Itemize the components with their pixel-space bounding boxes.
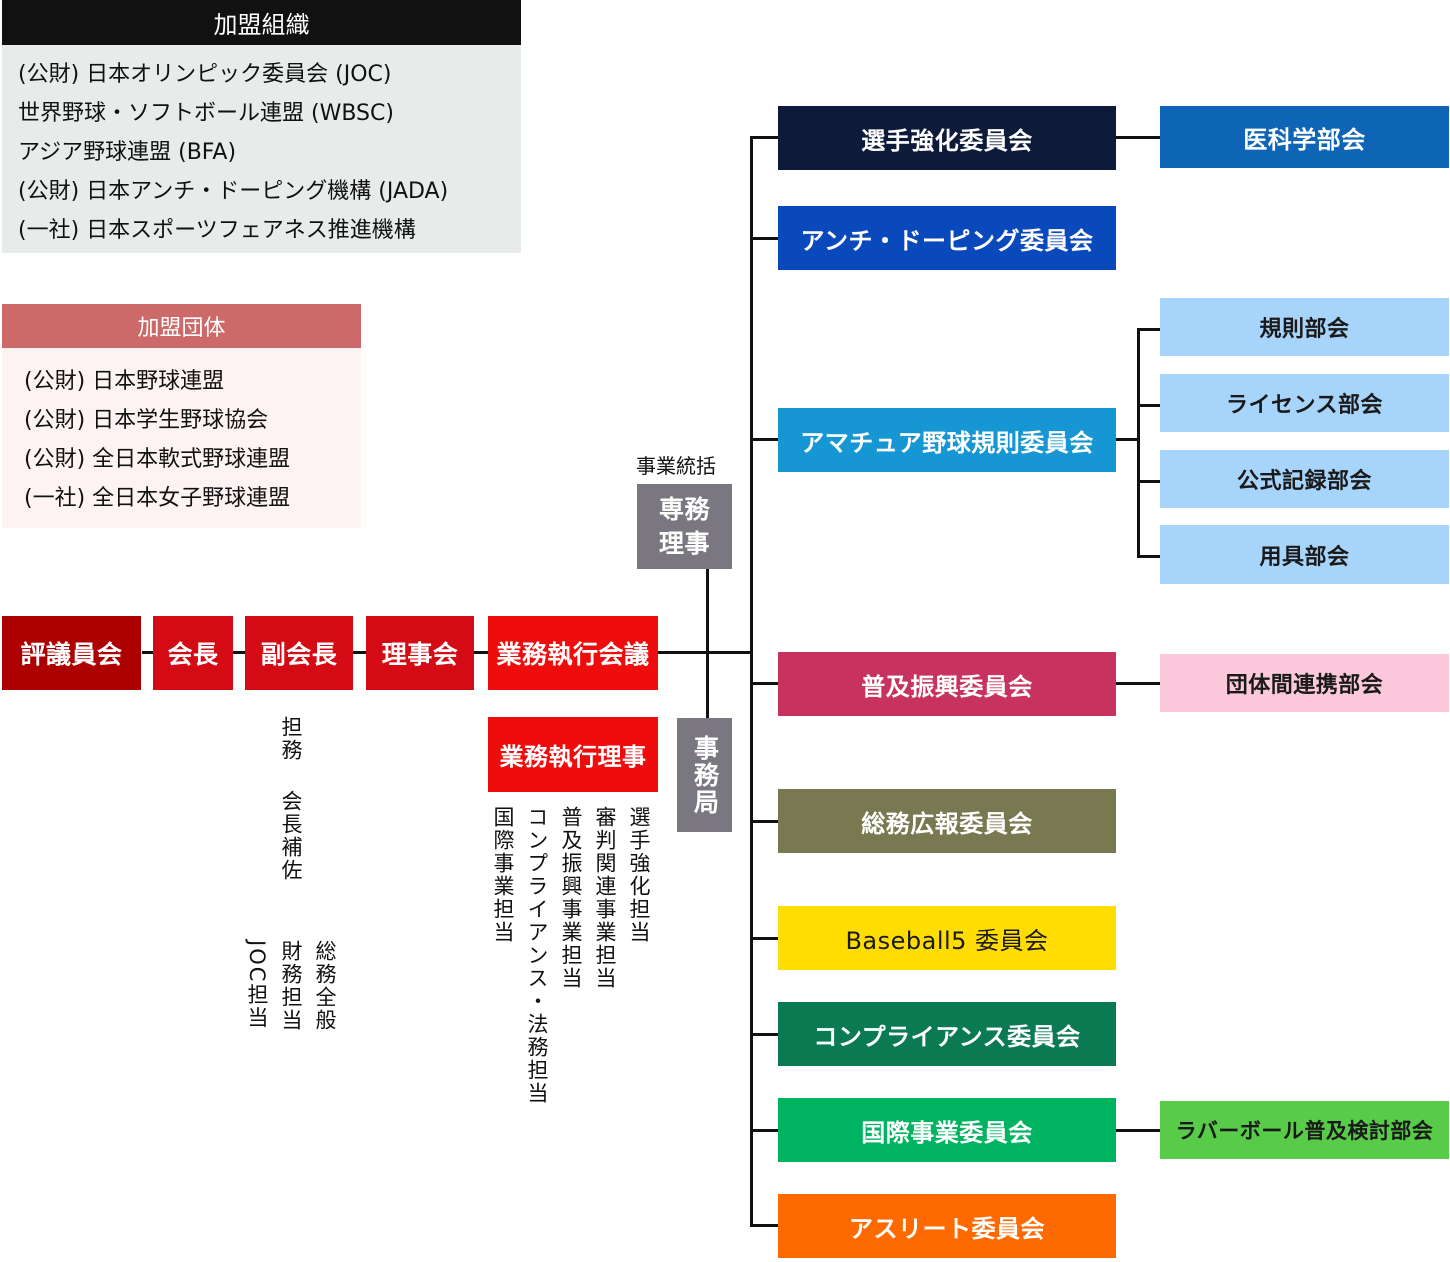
- affiliated-groups-list: (公財) 日本野球連盟 (公財) 日本学生野球協会 (公財) 全日本軟式野球連盟…: [2, 348, 361, 528]
- committee-compliance: コンプライアンス委員会: [778, 1002, 1116, 1066]
- connector-director-secretariat: [706, 569, 709, 719]
- managing-director-line1: 専務: [658, 494, 710, 524]
- connector-branch: [750, 820, 778, 823]
- list-item: (公財) 日本学生野球協会: [24, 408, 269, 433]
- executive-meeting-box: 業務執行会議: [488, 616, 658, 690]
- secretariat-box: 事務局: [677, 718, 732, 832]
- subcommittee-inter-organization: 団体間連携部会: [1160, 654, 1449, 712]
- committee-international: 国際事業委員会: [778, 1098, 1116, 1162]
- duty-item: JOC担当: [245, 940, 269, 1030]
- committee-promotion: 普及振興委員会: [778, 652, 1116, 716]
- list-item: (公財) 日本野球連盟: [24, 369, 225, 394]
- managing-director-box: 専務 理事: [637, 484, 732, 569]
- committee-general-affairs: 総務広報委員会: [778, 789, 1116, 853]
- committee-baseball5: Baseball5 委員会: [778, 906, 1116, 970]
- subcommittee-official-records: 公式記録部会: [1160, 450, 1449, 508]
- subcommittee-rules: 規則部会: [1160, 298, 1449, 356]
- vice-president-box: 副会長: [245, 616, 353, 690]
- committee-athletes: アスリート委員会: [778, 1194, 1116, 1258]
- connector-branch: [750, 237, 778, 240]
- managing-director-caption: 事業統括: [636, 454, 716, 478]
- vice-president-duties-1: 担務: [274, 716, 308, 896]
- subcommittee-medical-science: 医科学部会: [1160, 106, 1449, 168]
- list-item: (一社) 全日本女子野球連盟: [24, 486, 291, 511]
- secretariat-label: 事務局: [690, 734, 720, 816]
- duty-item: 普及振興事業担当: [559, 806, 583, 990]
- list-item: (公財) 日本オリンピック委員会 (JOC): [18, 62, 392, 87]
- connector-branch: [750, 438, 778, 441]
- affiliated-organizations-list: (公財) 日本オリンピック委員会 (JOC) 世界野球・ソフトボール連盟 (WB…: [2, 45, 521, 253]
- connector-branch: [750, 136, 778, 139]
- connector-sub: [1116, 438, 1138, 441]
- connector-bracket-arm: [1137, 555, 1160, 558]
- connector-bracket-arm: [1137, 480, 1160, 483]
- connector-branch: [750, 1033, 778, 1036]
- duty-item: 選手強化担当: [627, 806, 651, 944]
- connector-bracket: [1137, 328, 1140, 557]
- connector-bracket-arm: [1137, 404, 1160, 407]
- list-item: 世界野球・ソフトボール連盟 (WBSC): [18, 101, 394, 126]
- subcommittee-equipment: 用具部会: [1160, 525, 1449, 584]
- connector-branch: [750, 682, 778, 685]
- duty-item: 国際事業担当: [491, 806, 515, 944]
- subcommittee-rubber-ball: ラバーボール普及検討部会: [1160, 1101, 1449, 1159]
- connector-bracket-arm: [1137, 328, 1160, 331]
- vice-president-duties-1b: 会長補佐: [274, 790, 308, 882]
- committee-athlete-development: 選手強化委員会: [778, 106, 1116, 170]
- executive-director-duties: 選手強化担当 審判関連事業担当 普及振興事業担当 コンプライアンス・法務担当 国…: [486, 806, 656, 1105]
- executive-director-box: 業務執行理事: [488, 717, 658, 792]
- affiliated-groups-title: 加盟団体: [2, 304, 361, 348]
- list-item: (公財) 日本アンチ・ドーピング機構 (JADA): [18, 179, 449, 204]
- duty-item: 財務担当: [279, 940, 303, 1032]
- duty-item: コンプライアンス・法務担当: [525, 806, 549, 1105]
- managing-director-line2: 理事: [658, 528, 710, 558]
- connector-branch: [750, 1129, 778, 1132]
- connector-branch: [750, 1224, 778, 1227]
- connector-sub: [1116, 1129, 1160, 1132]
- president-box: 会長: [153, 616, 233, 690]
- affiliated-organizations-title: 加盟組織: [2, 0, 521, 45]
- duty-item: 審判関連事業担当: [593, 806, 617, 990]
- connector-branch: [750, 937, 778, 940]
- connector-sub: [1116, 682, 1160, 685]
- duty-item: 会長補佐: [279, 790, 303, 882]
- committee-anti-doping: アンチ・ドーピング委員会: [778, 206, 1116, 270]
- duty-item: 総務全般: [313, 940, 337, 1032]
- list-item: アジア野球連盟 (BFA): [18, 140, 237, 165]
- council-box: 評議員会: [2, 616, 141, 690]
- connector-sub: [1116, 136, 1160, 139]
- duty-item: 担務: [279, 716, 303, 762]
- list-item: (一社) 日本スポーツフェアネス推進機構: [18, 218, 416, 243]
- board-box: 理事会: [366, 616, 474, 690]
- vice-president-duties-2: 総務全般 財務担当 JOC担当: [240, 940, 342, 1032]
- list-item: (公財) 全日本軟式野球連盟: [24, 447, 291, 472]
- committee-amateur-rules: アマチュア野球規則委員会: [778, 408, 1116, 472]
- subcommittee-license: ライセンス部会: [1160, 374, 1449, 432]
